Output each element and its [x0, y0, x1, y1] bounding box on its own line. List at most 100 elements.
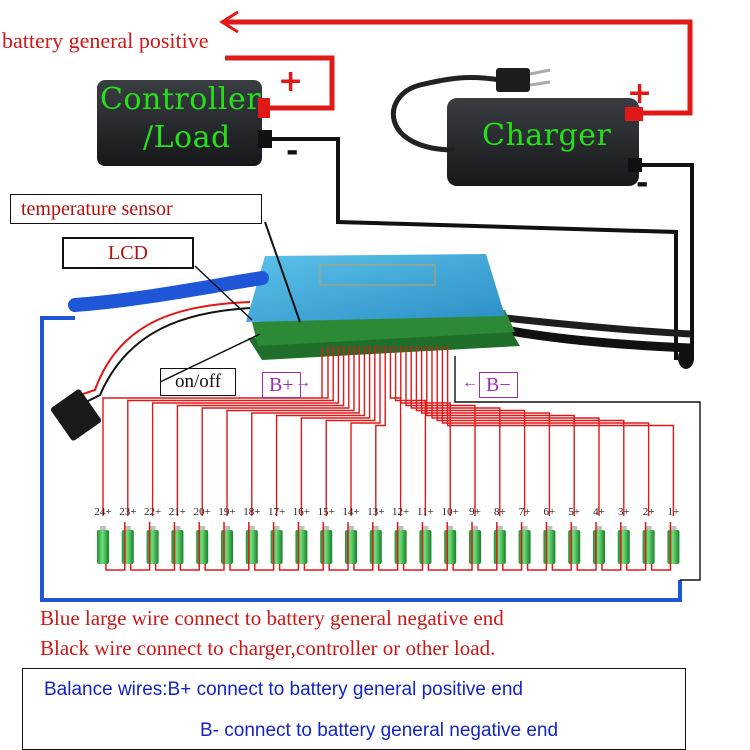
blue-negative-wire: [40, 316, 682, 602]
battery-cell-terminal: [521, 526, 528, 530]
cell-series-link: [328, 522, 349, 571]
cell-label-19+: 19+: [218, 506, 236, 518]
cell-series-link: [254, 522, 275, 571]
battery-cell-5+: [568, 530, 581, 564]
cell-series-link: [452, 522, 473, 571]
battery-cell-terminal: [670, 526, 677, 530]
battery-cell-10+: [444, 530, 457, 564]
battery-cell-23+: [121, 530, 134, 564]
cell-label-15+: 15+: [317, 506, 335, 518]
battery-cell-terminal: [546, 526, 553, 530]
charger-minus-sign: -: [636, 166, 649, 201]
charger-positive-wire: [641, 100, 693, 116]
controller-box: [97, 80, 262, 166]
battery-cell-14+: [345, 530, 357, 564]
cell-label-13+: 13+: [367, 506, 385, 518]
battery-cell-terminal: [596, 526, 602, 530]
balance-wire: [446, 346, 675, 516]
battery-cell-13+: [369, 530, 382, 564]
battery-cell-24+: [97, 530, 109, 564]
balance-wire: [176, 346, 345, 516]
battery-cell-8+: [493, 530, 506, 564]
charger-negative-wire: [642, 163, 694, 360]
controller-minus-sign: -: [286, 134, 299, 169]
cell-label-10+: 10+: [441, 506, 459, 518]
balance-wire: [325, 346, 376, 516]
balance-wire: [350, 346, 381, 516]
battery-cell-terminal: [422, 526, 429, 530]
positive-arrow-head: [219, 10, 239, 34]
controller-label-line2: /Load: [143, 120, 231, 155]
cell-label-17+: 17+: [267, 506, 286, 518]
balance-wire: [226, 346, 355, 516]
cell-label-18+: 18+: [243, 506, 261, 518]
battery-cell-16+: [295, 530, 308, 564]
cell-label-24+: 24+: [94, 506, 112, 518]
controller-negative-wire: [272, 137, 678, 360]
cell-series-link: [105, 522, 126, 571]
battery-cell-terminal: [124, 526, 131, 530]
battery-cell-terminal: [199, 526, 206, 530]
balance-wire: [436, 346, 625, 516]
battery-cell-terminal: [571, 526, 578, 530]
balance-note-line2: B- connect to battery general negative e…: [200, 720, 559, 741]
battery-cell-terminal: [645, 526, 652, 530]
cell-label-21+: 21+: [168, 506, 186, 518]
black-wire-note: Black wire connect to charger,controller…: [40, 636, 496, 660]
controller-label-line1: Controller: [100, 82, 262, 117]
cell-series-link: [179, 522, 200, 571]
battery-cell-terminal: [496, 526, 503, 530]
balance-wire: [300, 346, 371, 516]
lcd-label: LCD: [62, 237, 194, 269]
cell-label-7+: 7+: [518, 506, 531, 518]
battery-cell-2+: [642, 530, 655, 564]
cell-label-11+: 11+: [416, 506, 434, 518]
battery-cell-12+: [394, 530, 407, 564]
cell-label-14+: 14+: [342, 506, 360, 518]
b-minus-arrow-icon: ←: [462, 374, 478, 391]
cell-series-links: [105, 522, 672, 571]
balance-wire: [405, 346, 476, 516]
battery-cell-18+: [245, 530, 258, 564]
cell-label-6+: 6+: [543, 506, 556, 518]
charger-ac-cable: [390, 75, 501, 153]
battery-cell-22+: [146, 530, 159, 564]
balance-wire: [400, 346, 451, 516]
cell-series-link: [378, 522, 399, 571]
battery-cell-9+: [469, 530, 481, 564]
balance-wire: [102, 346, 329, 516]
balance-wire: [420, 346, 551, 516]
battery-cell-terminal: [224, 526, 230, 530]
battery-cell-19+: [221, 530, 233, 564]
battery-cell-11+: [419, 530, 432, 564]
cell-series-link: [204, 522, 225, 571]
black-output-cables: [504, 325, 691, 353]
cell-series-link: [130, 522, 151, 571]
battery-cell-terminal: [348, 526, 354, 530]
battery-cell-1+: [667, 530, 680, 564]
battery-positive-label: battery general positive: [2, 28, 209, 53]
balance-wire: [275, 346, 366, 516]
temperature-sensor-label: temperature sensor: [10, 194, 262, 224]
cell-series-link: [526, 522, 548, 571]
positive-wire-top: [225, 19, 693, 100]
battery-cell-17+: [270, 530, 283, 564]
cell-series-link: [154, 522, 176, 571]
balance-wire: [201, 346, 350, 516]
balance-wire: [251, 346, 360, 516]
cell-series-link: [229, 522, 250, 571]
charger-label: Charger: [482, 118, 612, 153]
cell-series-link: [402, 522, 424, 571]
battery-cell-terminal: [149, 526, 156, 530]
cell-series-link: [278, 522, 300, 571]
cell-series-link: [626, 522, 647, 571]
cell-series-link: [601, 522, 622, 571]
balance-wire: [431, 346, 600, 516]
battery-cell-group: [97, 526, 680, 564]
cell-series-link: [427, 522, 448, 571]
battery-cell-20+: [196, 530, 209, 564]
battery-cell-terminal: [397, 526, 404, 530]
battery-cell-terminal: [174, 526, 181, 530]
